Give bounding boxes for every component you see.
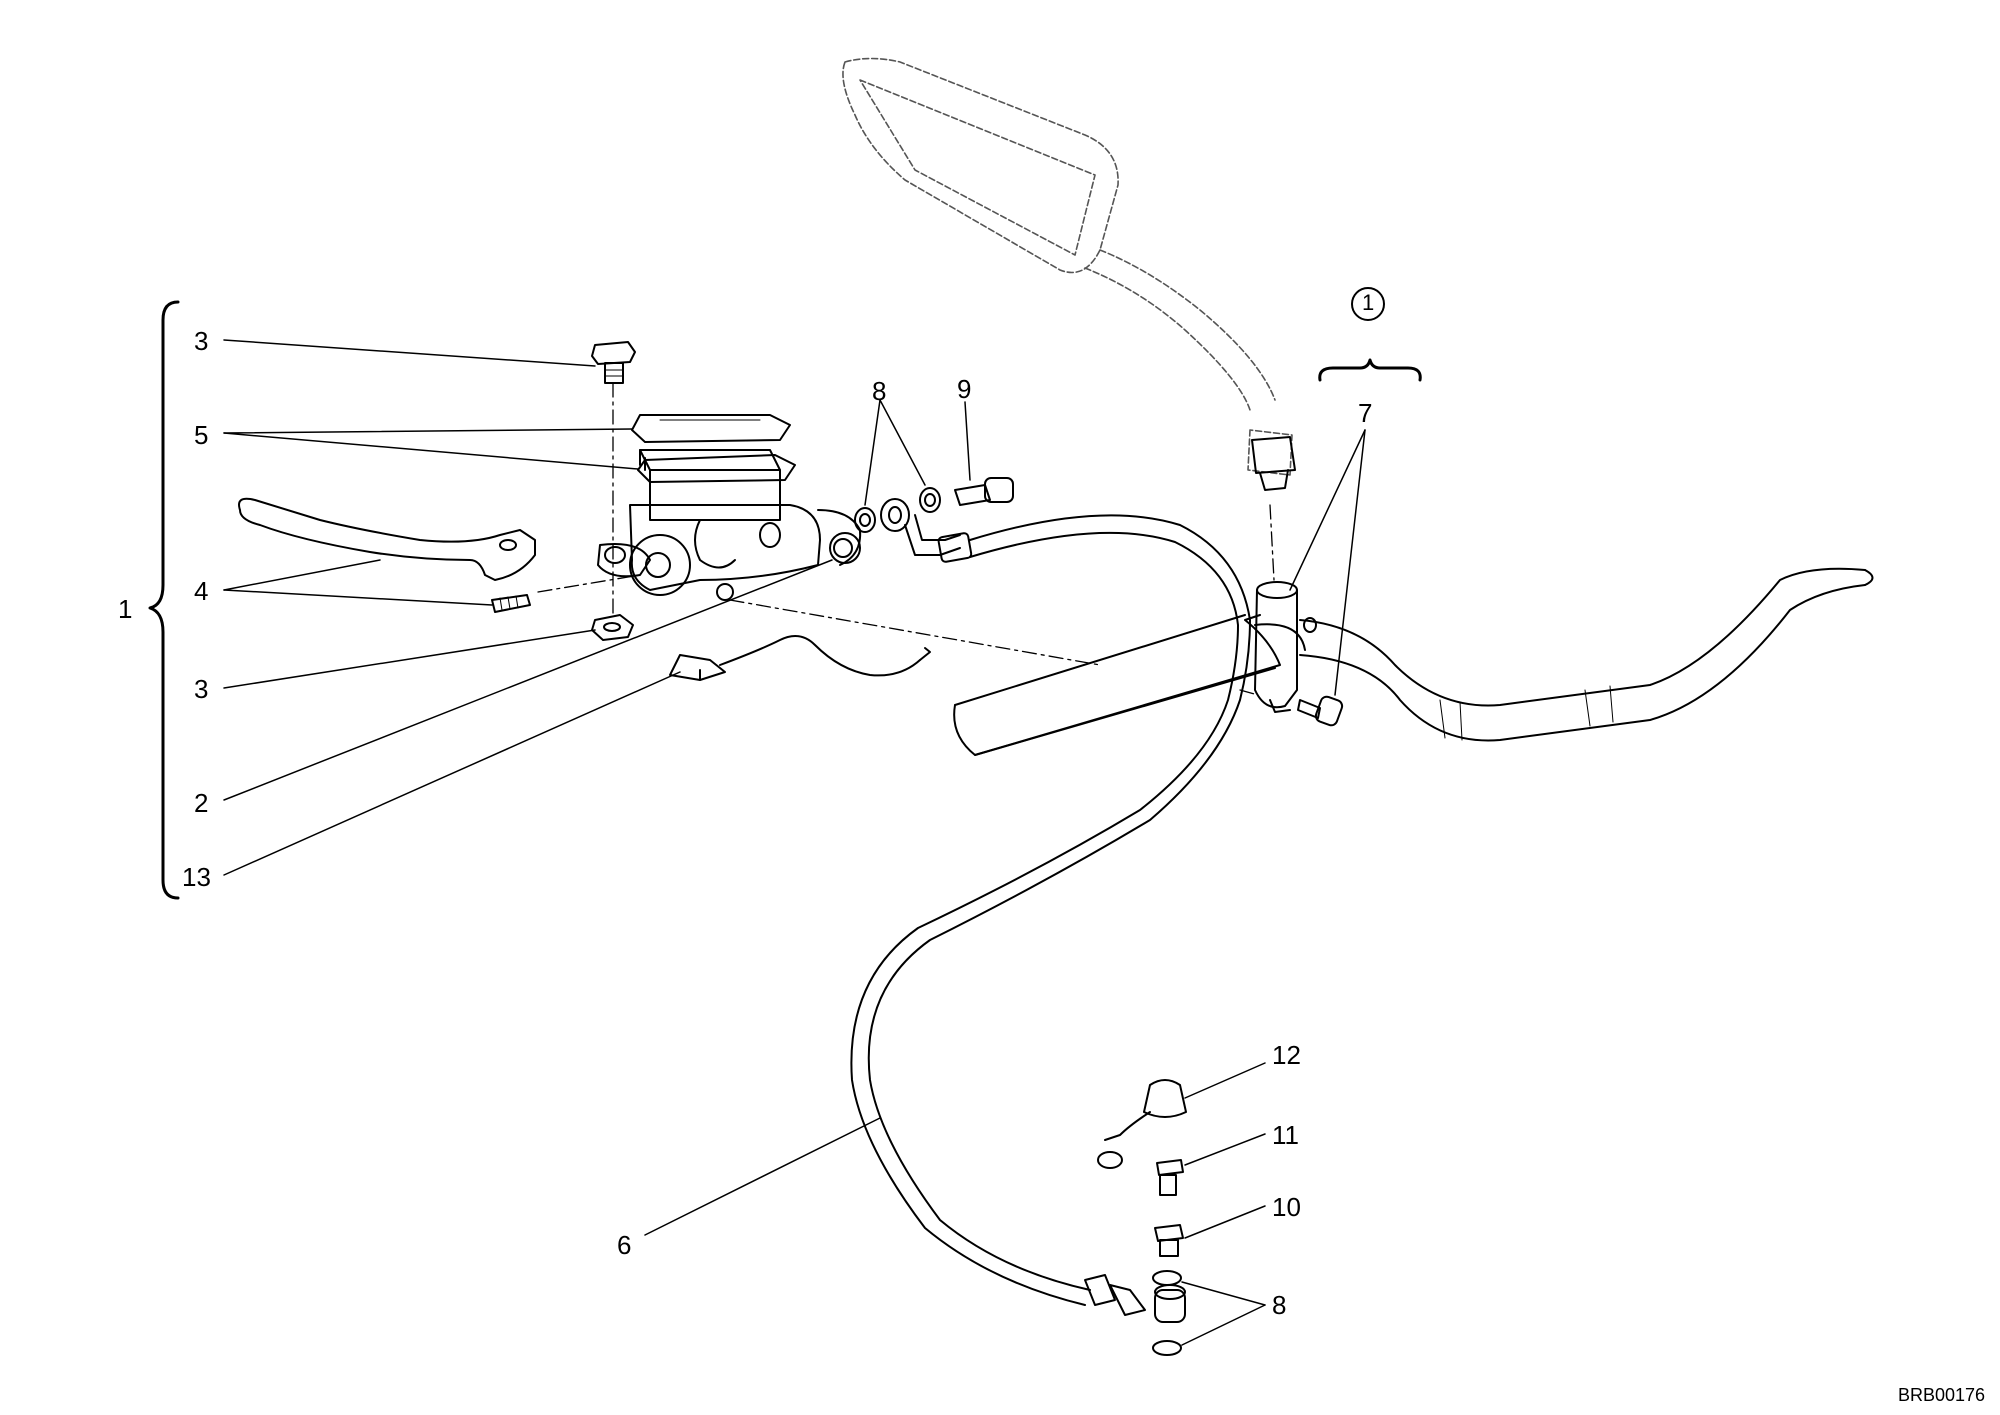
callout-3-top: 3 bbox=[194, 326, 209, 356]
callout-5: 5 bbox=[194, 420, 209, 450]
callout-13: 13 bbox=[182, 862, 211, 892]
handlebar-clamp bbox=[1254, 581, 1317, 713]
handlebar-tube bbox=[953, 567, 1874, 756]
group-brace bbox=[1318, 358, 1422, 382]
assembly-brace bbox=[148, 300, 180, 900]
reference-code: BRB00176 bbox=[1898, 1385, 1986, 1405]
bottom-nut bbox=[591, 614, 634, 641]
mirror-base-nut bbox=[1251, 436, 1296, 491]
brake-hose bbox=[850, 514, 1251, 1316]
banjo-fittings-top bbox=[829, 477, 1014, 564]
bottom-fittings bbox=[1097, 1079, 1187, 1356]
callout-2: 2 bbox=[194, 788, 209, 818]
group-marker-circle bbox=[1351, 287, 1385, 321]
clamp-bolt bbox=[1297, 695, 1344, 727]
callout-8-bottom: 8 bbox=[1272, 1290, 1287, 1320]
alignment-lines bbox=[537, 382, 1275, 696]
callout-3-bottom: 3 bbox=[194, 674, 209, 704]
brake-switch-wire bbox=[669, 635, 931, 681]
brake-lever bbox=[238, 497, 536, 581]
callout-9: 9 bbox=[957, 374, 972, 404]
leader-lines bbox=[223, 339, 1366, 1346]
group-marker-label: 1 bbox=[1362, 290, 1375, 315]
reservoir-caps bbox=[631, 414, 796, 483]
top-screw bbox=[591, 341, 636, 384]
callout-11: 11 bbox=[1272, 1120, 1299, 1150]
callout-6: 6 bbox=[617, 1230, 632, 1260]
callout-assembly: 1 bbox=[118, 594, 133, 624]
mirror-outline bbox=[842, 57, 1293, 476]
callout-8-top: 8 bbox=[872, 376, 887, 406]
callout-7: 7 bbox=[1358, 398, 1373, 428]
pivot-pin bbox=[491, 594, 531, 613]
callout-12: 12 bbox=[1272, 1040, 1301, 1070]
callout-10: 10 bbox=[1272, 1192, 1301, 1222]
callout-4: 4 bbox=[194, 576, 209, 606]
master-cylinder-body bbox=[597, 449, 862, 601]
